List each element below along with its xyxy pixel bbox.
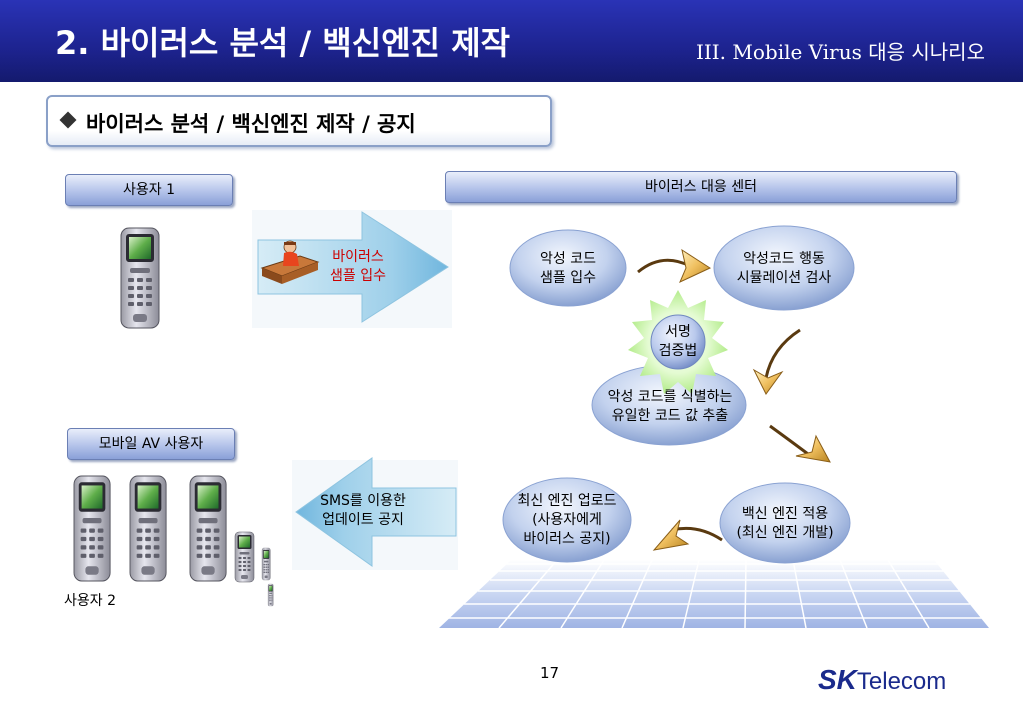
signature-circle: [650, 314, 706, 370]
step2-oval: [713, 225, 855, 311]
mobile-users-phones-icon: [73, 475, 274, 607]
signature-label: 서명 검증법: [658, 324, 698, 359]
step5-oval: [502, 477, 632, 563]
logo-text: Telecom: [856, 668, 947, 695]
sms-arrow-shape: [295, 457, 457, 567]
step4-oval: [719, 482, 851, 564]
step1-oval: [509, 229, 627, 307]
flow-arrow-2-icon: [752, 328, 801, 395]
step1-label: 악성 코드 샘플 입수: [540, 251, 596, 286]
person-at-desk-icon: [260, 240, 320, 284]
sample-arrow-shape: [257, 211, 449, 323]
flow-arrow-1-icon: [637, 248, 712, 284]
slide-subtitle: III. Mobile Virus 대응 시나리오: [695, 40, 985, 64]
mobile-av-user-tag: 모바일 AV 사용자: [67, 428, 235, 460]
sk-telecom-logo: SKTelecom: [818, 664, 946, 696]
user1-tag: 사용자 1: [65, 174, 233, 206]
user2-label: 사용자 2: [64, 593, 116, 609]
flow-arrow-3-icon: [769, 424, 831, 463]
step3-label: 악성 코드를 식별하는 유일한 코드 값 추출: [607, 389, 733, 424]
title-bar: 2. 바이러스 분석 / 백신엔진 제작 III. Mobile Virus 대…: [0, 0, 1023, 82]
step5-label: 최신 엔진 업로드 (사용자에게 바이러스 공지): [517, 493, 617, 547]
section-title-box: 바이러스 분석 / 백신엔진 제작 / 공지: [46, 95, 552, 147]
center-tag: 바이러스 대응 센터: [445, 171, 957, 203]
phone-user1-icon: [120, 227, 160, 329]
step2-label: 악성코드 행동 시뮬레이션 검사: [736, 251, 832, 286]
slide-title: 2. 바이러스 분석 / 백신엔진 제작: [55, 24, 511, 62]
section-title: 바이러스 분석 / 백신엔진 제작 / 공지: [86, 112, 416, 136]
logo-mark: SK: [818, 664, 857, 695]
sms-arrow-label: SMS를 이용한 업데이트 공지: [320, 493, 406, 528]
page-number: 17: [540, 664, 560, 682]
step4-label: 백신 엔진 적용 (최신 엔진 개발): [736, 506, 834, 541]
sample-arrow-label: 바이러스 샘플 입수: [330, 249, 386, 284]
flow-arrow-4-icon: [652, 519, 723, 551]
perspective-floor-grid: [437, 559, 991, 629]
